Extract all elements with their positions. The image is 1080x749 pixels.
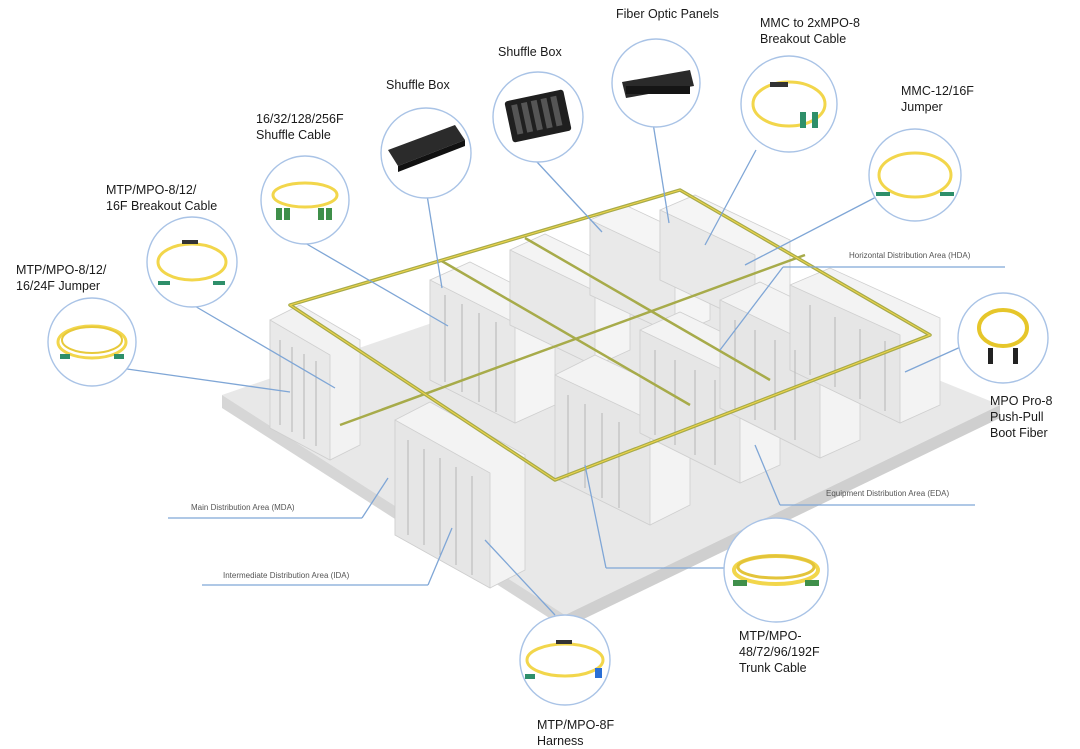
tray-inner-line — [288, 189, 932, 481]
label-harness: MTP/MPO-8F Harness — [537, 718, 615, 748]
zone-eda: Equipment Distribution Area (EDA) — [826, 489, 950, 498]
label-breakout-16f: MTP/MPO-8/12/ 16F Breakout Cable — [106, 183, 218, 213]
jumper-coil-icon — [56, 324, 128, 360]
mmc-jumper-circle — [868, 128, 962, 222]
mmc-breakout-icon — [751, 80, 827, 128]
trunk-cable-icon — [732, 554, 820, 586]
shuffle-box-cassette-icon — [504, 89, 572, 143]
breakout-16f-circle — [146, 216, 238, 308]
label-shuffle-cable: 16/32/128/256F Shuffle Cable — [256, 112, 344, 142]
callout-lines — [119, 122, 1005, 616]
mmc-breakout-circle — [740, 55, 838, 153]
zone-mda: Main Distribution Area (MDA) — [191, 503, 295, 512]
label-shuffle-box-2: Shuffle Box — [498, 45, 562, 59]
label-shuffle-box-1: Shuffle Box — [386, 78, 450, 92]
label-mmc-breakout: MMC to 2xMPO-8 Breakout Cable — [760, 16, 861, 46]
zone-hda: Horizontal Distribution Area (HDA) — [849, 251, 971, 260]
label-trunk: MTP/MPO- 48/72/96/192F Trunk Cable — [739, 629, 820, 675]
shuffle-cable-circle — [260, 155, 350, 245]
mmc-jumper-icon — [876, 151, 954, 199]
zone-ida: Intermediate Distribution Area (IDA) — [223, 571, 350, 580]
breakout-coil-icon — [156, 240, 228, 285]
label-fiber-panels: Fiber Optic Panels — [616, 7, 719, 21]
label-jumper-24f: MTP/MPO-8/12/ 16/24F Jumper — [16, 263, 107, 293]
mpo-pro-circle — [957, 292, 1049, 384]
harness-icon — [525, 640, 605, 679]
fiber-panel-rack-icon — [622, 70, 694, 98]
harness-circle — [519, 614, 611, 706]
label-mpo-pro: MPO Pro-8 Push-Pull Boot Fiber — [990, 394, 1053, 440]
shuffle-cable-icon — [271, 181, 339, 220]
trunk-circle — [723, 517, 829, 623]
shuffle-box-tray-icon — [388, 125, 465, 172]
label-mmc-jumper: MMC-12/16F Jumper — [901, 84, 974, 114]
cabinet-vents — [279, 295, 886, 575]
mpo-pro-icon — [977, 308, 1029, 364]
jumper-24f-circle — [47, 297, 137, 387]
